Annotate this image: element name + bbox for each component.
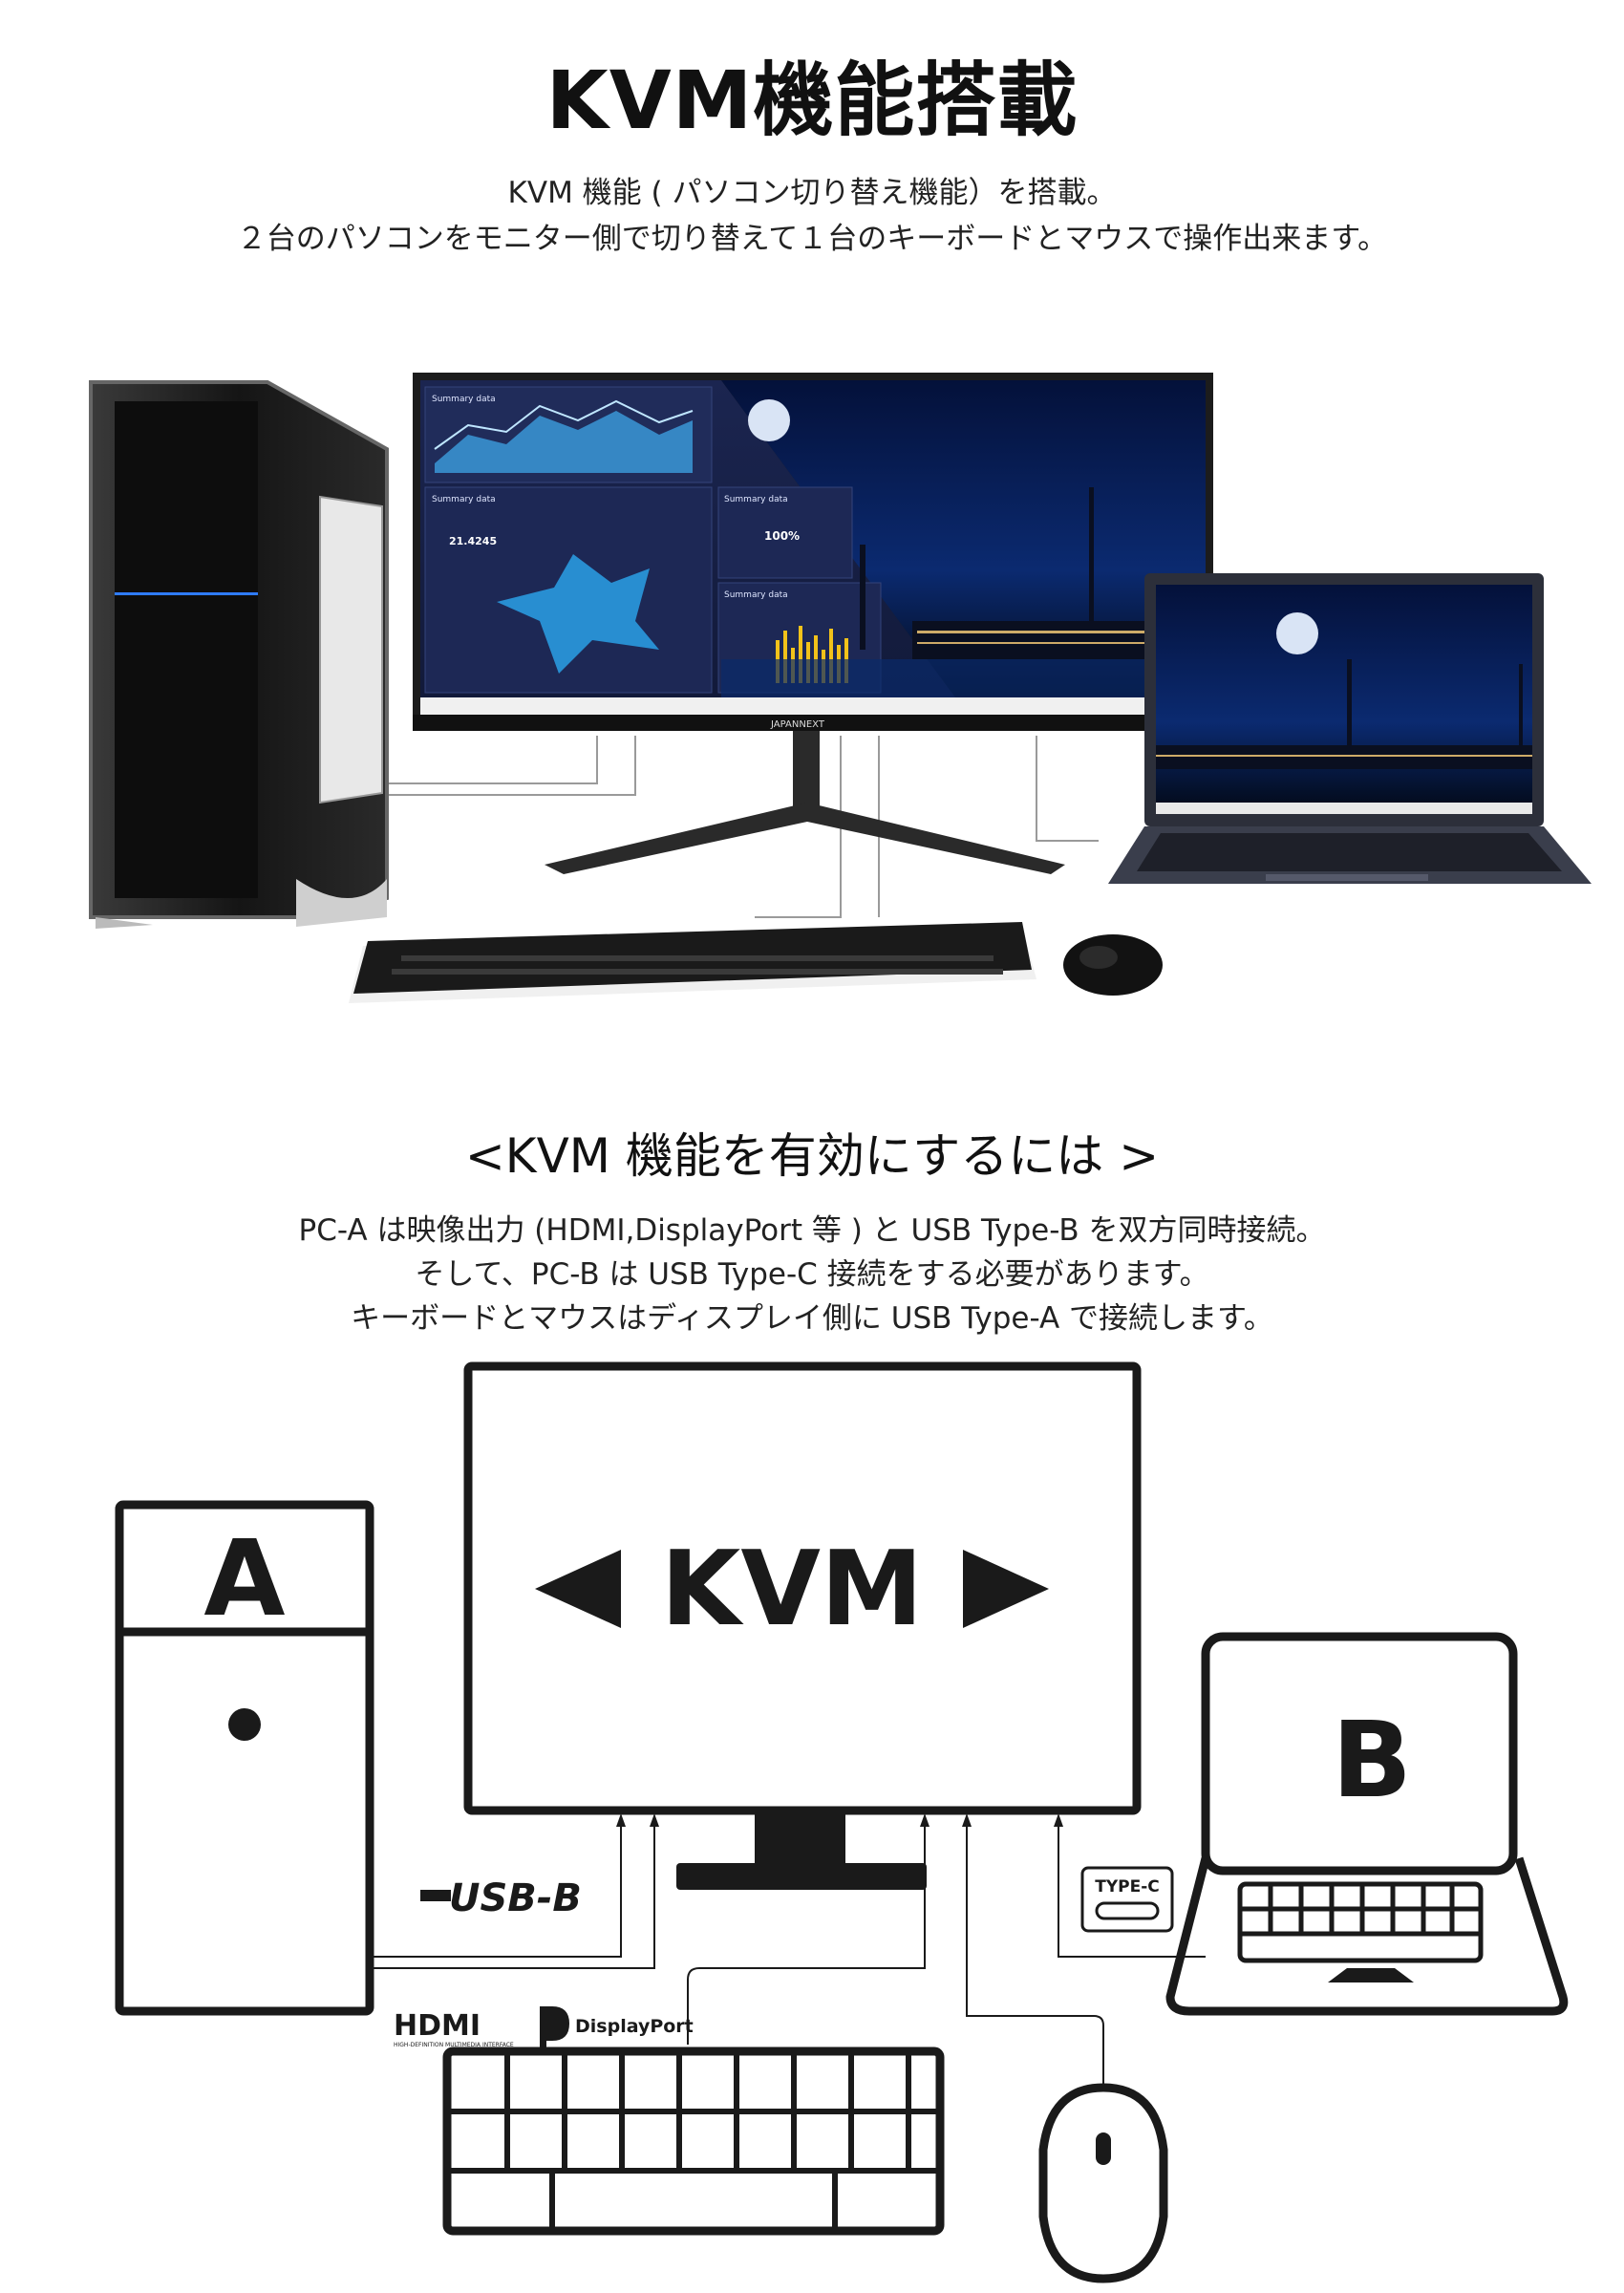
pc-b-label: B — [1332, 1699, 1412, 1821]
howto-subheading: <KVM 機能を有効にするには > — [464, 1128, 1160, 1184]
typec-port-icon — [1095, 1901, 1160, 1920]
panel-title-1: Summary data — [432, 395, 496, 404]
intro-line-1: KVM 機能 ( パソコン切り替え機能）を搭載。 — [507, 176, 1117, 210]
mouse-outline — [1038, 2083, 1168, 2283]
howto-line-3: キーボードとマウスはディスプレイ側に USB Type-A で接続します。 — [351, 1301, 1273, 1336]
hdmi-tagline: HIGH-DEFINITION MULTIMEDIA INTERFACE — [394, 2042, 514, 2048]
panel-title-3: Summary data — [724, 495, 788, 504]
keyboard-outline — [442, 2047, 945, 2236]
power-led-strip — [115, 592, 258, 595]
pc-a-power-icon — [228, 1708, 261, 1741]
displayport-logo: DisplayPort — [540, 2006, 694, 2048]
typec-logo: TYPE-C — [1080, 1866, 1174, 1933]
product-photo: Summary data Summary data 21.4245 Summar… — [89, 373, 1592, 1003]
kvm-diagram: KVM A B — [115, 1361, 1569, 2283]
connection-lines — [370, 1825, 1206, 2088]
laptop-outline — [1201, 1632, 1518, 1875]
kvm-label: KVM — [661, 1530, 924, 1649]
panel-title-2: Summary data — [432, 495, 496, 504]
monitor: Summary data Summary data 21.4245 Summar… — [413, 373, 1213, 874]
mouse-photo — [1063, 934, 1163, 996]
moon — [748, 399, 790, 441]
page-title: KVM機能搭載 — [545, 54, 1079, 147]
keyboard-keys — [447, 2051, 940, 2231]
laptop — [1108, 573, 1592, 884]
left-arrow-icon — [535, 1550, 621, 1628]
gauge-value: 100% — [764, 529, 800, 543]
right-arrow-icon — [963, 1550, 1049, 1628]
intro-line-2: ２台のパソコンをモニター側で切り替えて１台のキーボードとマウスで操作出来ます。 — [236, 222, 1388, 256]
hdmi-logo: HDMI HIGH-DEFINITION MULTIMEDIA INTERFAC… — [394, 2009, 514, 2048]
readout-value: 21.4245 — [449, 535, 497, 547]
panel-title-4: Summary data — [724, 590, 788, 600]
displayport-label: DisplayPort — [575, 2016, 694, 2037]
howto-line-1: PC-A は映像出力 (HDMI,DisplayPort 等 ) と USB T… — [298, 1213, 1326, 1248]
howto-line-2: そして、PC-B は USB Type-C 接続をする必要があります。 — [415, 1257, 1209, 1292]
mouse-wheel-icon — [1096, 2132, 1111, 2165]
usb-b-logo: USB-B — [420, 1876, 582, 1920]
monitor-brand: JAPANNEXT — [770, 719, 825, 730]
pc-a-label: A — [203, 1517, 285, 1639]
pc-a-outline — [115, 1500, 374, 2016]
cables — [387, 736, 1099, 918]
laptop-keys — [1237, 1881, 1484, 1963]
keyboard-photo — [349, 922, 1036, 1003]
pc-tower — [89, 380, 389, 929]
typec-label: TYPE-C — [1095, 1877, 1160, 1897]
usb-b-label: USB-B — [449, 1876, 582, 1920]
hdmi-label: HDMI — [394, 2009, 481, 2043]
